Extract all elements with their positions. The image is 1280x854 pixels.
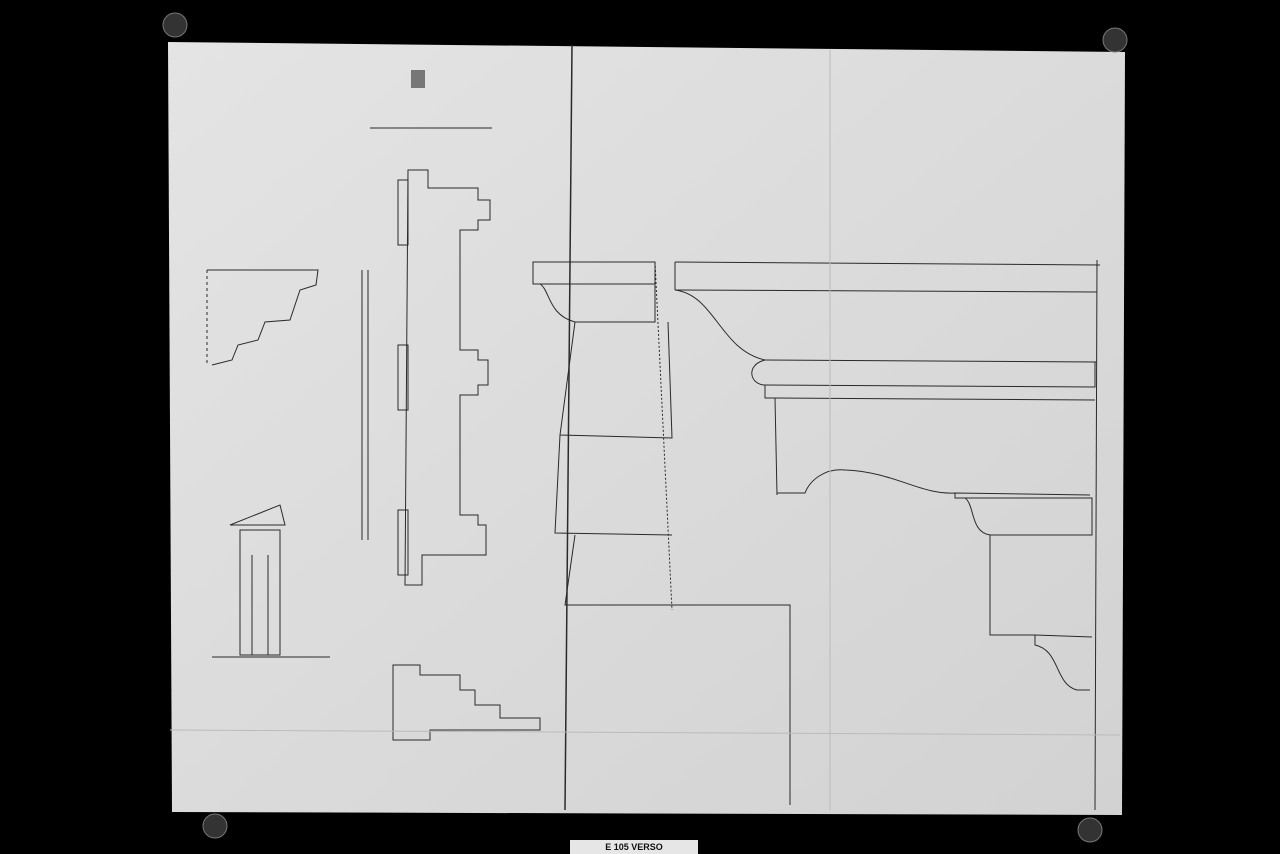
paper: [168, 42, 1125, 815]
pin-icons: [162, 12, 1128, 843]
faint-grid: [169, 50, 1121, 810]
drawing-lines: [206, 44, 1101, 811]
archive-label: E 105 VERSO: [570, 840, 698, 854]
